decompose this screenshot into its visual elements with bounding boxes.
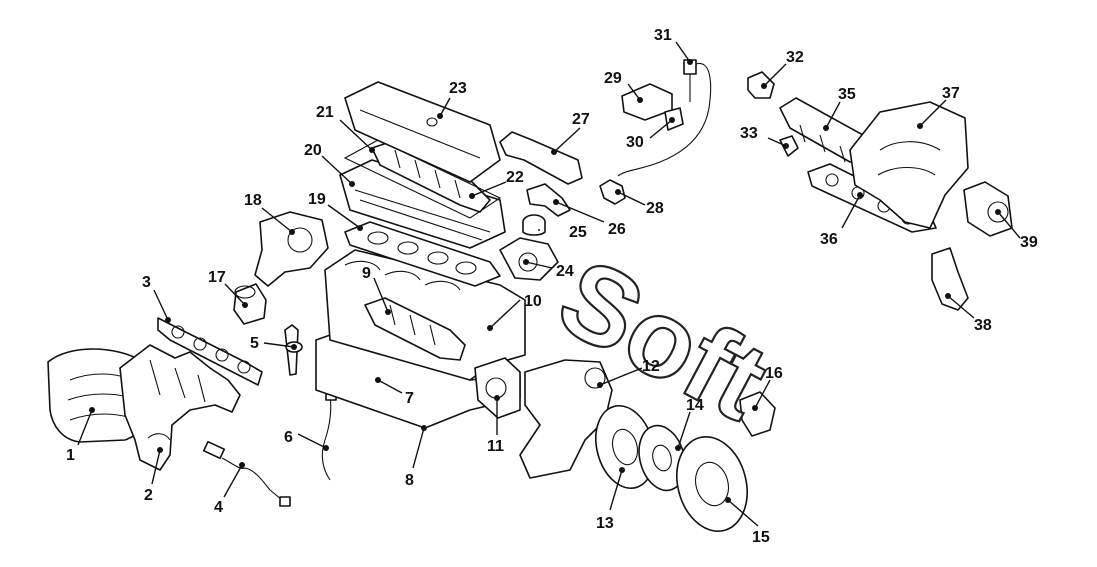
callout-12: 12 [642, 358, 660, 375]
callout-2: 2 [144, 487, 153, 504]
part-dipstick [321, 389, 337, 481]
callout-25: 25 [569, 224, 587, 241]
part-thermostat [522, 214, 546, 236]
callout-19: 19 [308, 191, 326, 208]
part-bolt [284, 324, 303, 376]
callout-14: 14 [686, 397, 704, 414]
callout-26: 26 [608, 221, 626, 238]
part-rear-seal [474, 357, 521, 419]
callout-20: 20 [304, 142, 322, 159]
callout-28: 28 [646, 200, 664, 217]
callout-1: 1 [66, 447, 75, 464]
part-release-bearing [739, 391, 776, 437]
callout-9: 9 [362, 265, 371, 282]
part-throttle-body [963, 181, 1013, 237]
part-exhaust-gasket [157, 317, 263, 386]
callout-4: 4 [214, 499, 223, 516]
part-coolant-pipe [499, 131, 583, 185]
part-manifold-bracket [931, 247, 969, 311]
callout-32: 32 [786, 49, 804, 66]
callout-33: 33 [740, 125, 758, 142]
callout-36: 36 [820, 231, 838, 248]
callout-3: 3 [142, 274, 151, 291]
leader-lines [77, 41, 1021, 527]
callout-13: 13 [596, 515, 614, 532]
part-thermostat-housing [499, 237, 559, 281]
callout-5: 5 [250, 335, 259, 352]
callout-10: 10 [524, 293, 542, 310]
part-oil-filter [233, 283, 267, 325]
part-backplate [519, 359, 613, 479]
part-oxygen-sensor [202, 440, 291, 507]
part-coolant-sensor [747, 71, 775, 99]
callout-39: 39 [1020, 234, 1038, 251]
callout-21: 21 [316, 104, 334, 121]
callout-29: 29 [604, 70, 622, 87]
callout-30: 30 [626, 134, 644, 151]
callout-18: 18 [244, 192, 262, 209]
callout-16: 16 [765, 365, 783, 382]
part-head-gasket [344, 221, 501, 287]
callout-27: 27 [572, 111, 590, 128]
part-flywheel [595, 404, 655, 490]
part-ignition-coil [621, 83, 673, 121]
part-ht-lead [617, 59, 712, 177]
part-water-pump [254, 211, 329, 287]
part-pressure-plate [676, 436, 748, 532]
callout-7: 7 [405, 390, 414, 407]
callout-24: 24 [556, 263, 574, 280]
callout-15: 15 [752, 529, 770, 546]
part-exhaust-manifold [119, 344, 241, 471]
callout-38: 38 [974, 317, 992, 334]
part-cylinder-head [339, 159, 506, 249]
callout-37: 37 [942, 85, 960, 102]
callout-8: 8 [405, 472, 414, 489]
part-small-hose [599, 179, 626, 205]
callout-22: 22 [506, 169, 524, 186]
callout-labels: 1 2 3 4 5 6 7 8 9 10 11 12 13 14 15 16 1… [66, 27, 1038, 546]
callout-6: 6 [284, 429, 293, 446]
part-intake-manifold [849, 101, 969, 229]
callout-35: 35 [838, 86, 856, 103]
part-valve-cover [344, 81, 501, 183]
callout-11: 11 [487, 438, 504, 455]
callout-23: 23 [449, 80, 467, 97]
callout-17: 17 [208, 269, 226, 286]
callout-31: 31 [654, 27, 672, 44]
part-hose-elbow [526, 183, 571, 217]
